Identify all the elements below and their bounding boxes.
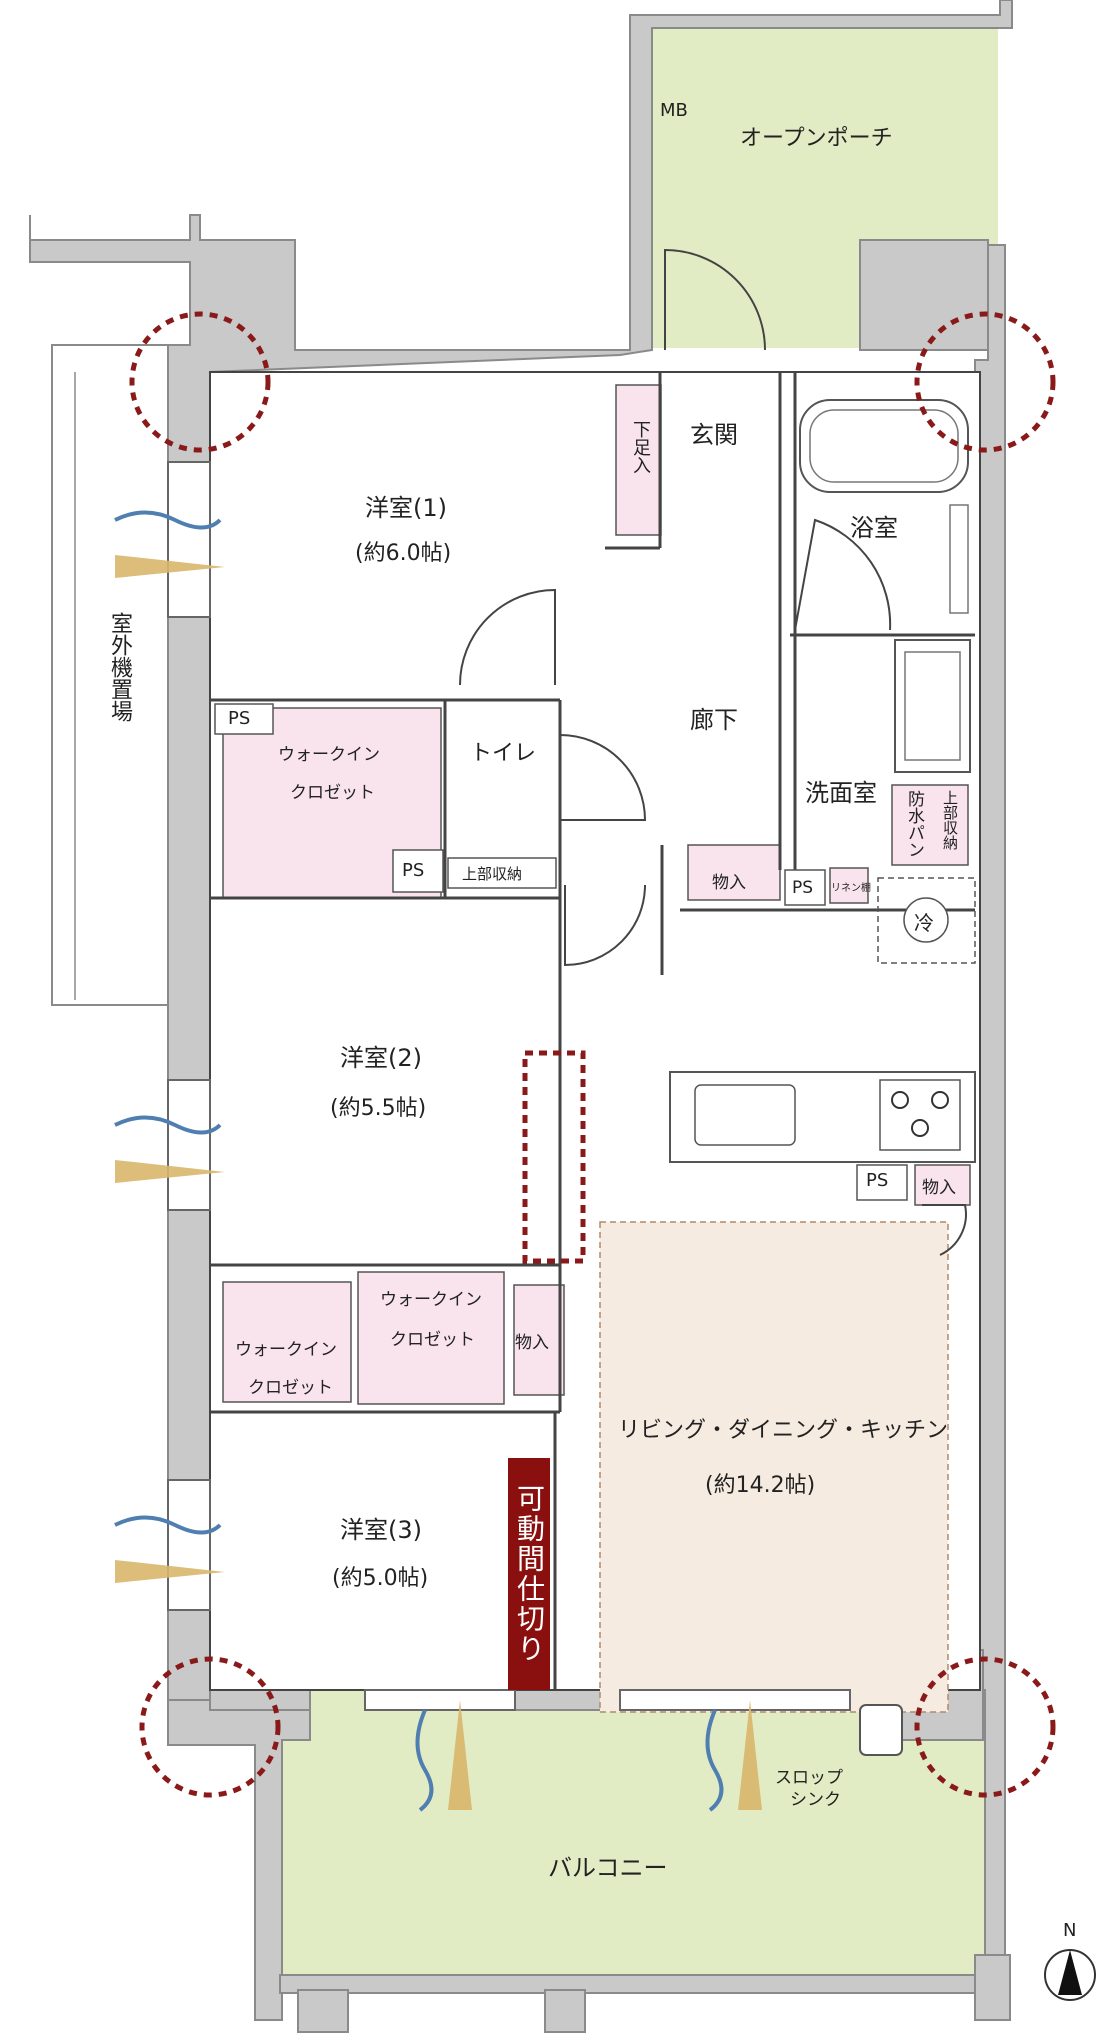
ps-box-4 xyxy=(856,1164,908,1201)
light-icon xyxy=(115,555,762,1810)
ps-label-1: PS xyxy=(228,708,251,729)
shoe-storage-label: 下足入 xyxy=(630,420,651,474)
room1-size: (約6.0帖) xyxy=(355,541,452,566)
toilet-upper-storage-label: 上部収納 xyxy=(462,865,523,883)
ps-label-4: PS xyxy=(866,1170,889,1191)
bath-label: 浴室 xyxy=(850,514,898,542)
wic3-area xyxy=(357,1271,505,1405)
genkan-label: 玄関 xyxy=(690,421,738,449)
stove xyxy=(879,1079,961,1151)
toilet-label: トイレ xyxy=(470,741,537,766)
washroom-label: 洗面室 xyxy=(805,779,877,807)
room2-name: 洋室(2) xyxy=(340,1044,422,1072)
storage-living-area xyxy=(513,1284,565,1396)
storage-hall-area xyxy=(687,844,781,901)
fridge-space xyxy=(877,877,976,964)
storage-hall-label: 物入 xyxy=(712,873,746,893)
room3-size: (約5.0帖) xyxy=(332,1566,429,1591)
corridor-label: 廊下 xyxy=(690,706,738,734)
upper-storage-v-label: 上部収納 xyxy=(941,790,959,850)
balcony-label: バルコニー xyxy=(548,1854,668,1882)
slop-sink-label-2: シンク xyxy=(790,1790,841,1810)
windows xyxy=(167,461,851,1711)
waterproof-pan-area xyxy=(891,784,969,866)
slop-sink-label-1: スロップ xyxy=(775,1768,843,1788)
movable-partition-label: 可動間仕切り xyxy=(508,1458,550,1690)
linen-label: リネン棚 xyxy=(831,883,871,894)
outdoor-unit-area xyxy=(51,344,169,1006)
ps-label-2: PS xyxy=(402,860,425,881)
slop-sink xyxy=(859,1704,903,1756)
ldk-name: リビング・ダイニング・キッチン xyxy=(618,1418,949,1443)
ps-label-3: PS xyxy=(792,878,814,898)
outdoor-unit-label: 室外機置場 xyxy=(107,612,132,722)
open-porch-label: オープンポーチ xyxy=(740,126,893,151)
toilet-upper-storage-box xyxy=(447,857,557,889)
fridge-label: 冷 xyxy=(914,911,934,935)
storage-living-label: 物入 xyxy=(515,1333,549,1353)
ps-box-1 xyxy=(214,703,274,735)
shoe-storage-area xyxy=(615,384,662,536)
wic1-label-2: クロゼット xyxy=(290,783,375,803)
pillar-markers xyxy=(129,311,1056,1798)
washbasin xyxy=(894,639,971,773)
wic1-label-1: ウォークイン xyxy=(278,745,380,765)
sliding-door-marker xyxy=(522,1050,586,1264)
storage-kitchen-area xyxy=(914,1164,971,1206)
mb-label: MB xyxy=(660,100,688,121)
wic3-label-2: クロゼット xyxy=(390,1330,475,1350)
linen-area xyxy=(829,867,869,904)
room1-name: 洋室(1) xyxy=(365,494,447,522)
ldk-floor xyxy=(599,1221,949,1713)
storage-kitchen-label: 物入 xyxy=(922,1178,956,1198)
wic2-label-2: クロゼット xyxy=(248,1378,333,1398)
ps-box-2 xyxy=(392,849,444,893)
wic2-area xyxy=(222,1281,352,1403)
wic2-label-1: ウォークイン xyxy=(235,1340,337,1360)
north-label: N xyxy=(1063,1920,1077,1941)
wind-icon xyxy=(114,510,724,1812)
room3-name: 洋室(3) xyxy=(340,1516,422,1544)
sink xyxy=(694,1084,796,1146)
ps-box-3 xyxy=(784,869,826,906)
ldk-size: (約14.2帖) xyxy=(705,1473,816,1498)
wic3-label-1: ウォークイン xyxy=(380,1290,482,1310)
waterproof-pan-label: 防水パン xyxy=(904,790,924,858)
room2-size: (約5.5帖) xyxy=(330,1096,427,1121)
